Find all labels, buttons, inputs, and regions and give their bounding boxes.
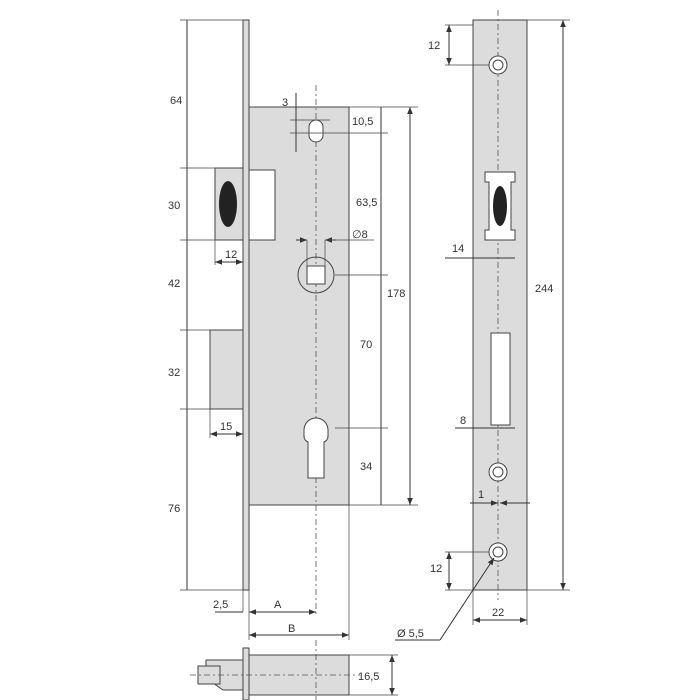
dim-76: 76 bbox=[168, 503, 180, 515]
faceplate-front bbox=[472, 19, 528, 591]
bolt-window bbox=[490, 332, 511, 426]
dim-spindle-8: ∅8 bbox=[352, 229, 368, 241]
dim-latch-12: 12 bbox=[225, 249, 237, 261]
dim-10-5: 10,5 bbox=[352, 116, 373, 128]
mounting-slot bbox=[308, 119, 324, 143]
dim-14: 14 bbox=[452, 243, 464, 255]
dim-2-5: 2,5 bbox=[213, 599, 228, 611]
dead-bolt bbox=[209, 329, 244, 410]
dim-34: 34 bbox=[360, 461, 372, 473]
dim-A: A bbox=[274, 599, 282, 611]
dim-8: 8 bbox=[460, 415, 466, 427]
dim-1: 1 bbox=[478, 489, 484, 501]
cylinder-cutout bbox=[303, 417, 329, 479]
screw-hole-bottom bbox=[488, 542, 508, 562]
spindle-hub bbox=[297, 256, 335, 294]
lock-body bbox=[248, 106, 350, 506]
dim-slot-3: 3 bbox=[282, 97, 288, 109]
bottom-view: 16,5 bbox=[190, 640, 398, 700]
latch-roller bbox=[219, 181, 237, 227]
dim-178: 178 bbox=[387, 288, 405, 300]
dim-top-12: 12 bbox=[428, 40, 440, 52]
dim-hole-5-5: Ø 5,5 bbox=[397, 628, 424, 640]
front-view: 64 30 42 32 76 12 15 3 10,5 63,5 70 34 1… bbox=[168, 19, 418, 640]
dim-bottom-12: 12 bbox=[430, 563, 442, 575]
dim-70: 70 bbox=[360, 339, 372, 351]
latch-pocket bbox=[248, 169, 276, 241]
dim-244: 244 bbox=[535, 283, 553, 295]
dim-bolt-15: 15 bbox=[220, 421, 232, 433]
dim-30: 30 bbox=[168, 200, 180, 212]
dim-16-5: 16,5 bbox=[358, 671, 379, 683]
screw-hole-top bbox=[488, 55, 508, 75]
dim-22: 22 bbox=[492, 607, 504, 619]
faceplate bbox=[242, 19, 250, 591]
spindle-square bbox=[306, 265, 326, 285]
dim-64: 64 bbox=[170, 95, 182, 107]
screw-hole-mid bbox=[488, 462, 508, 482]
dim-63-5: 63,5 bbox=[356, 197, 377, 209]
dim-42: 42 bbox=[168, 278, 180, 290]
dim-32: 32 bbox=[168, 367, 180, 379]
dim-B: B bbox=[288, 623, 295, 635]
side-view: 12 14 244 8 1 12 22 Ø 5,5 bbox=[395, 10, 570, 641]
